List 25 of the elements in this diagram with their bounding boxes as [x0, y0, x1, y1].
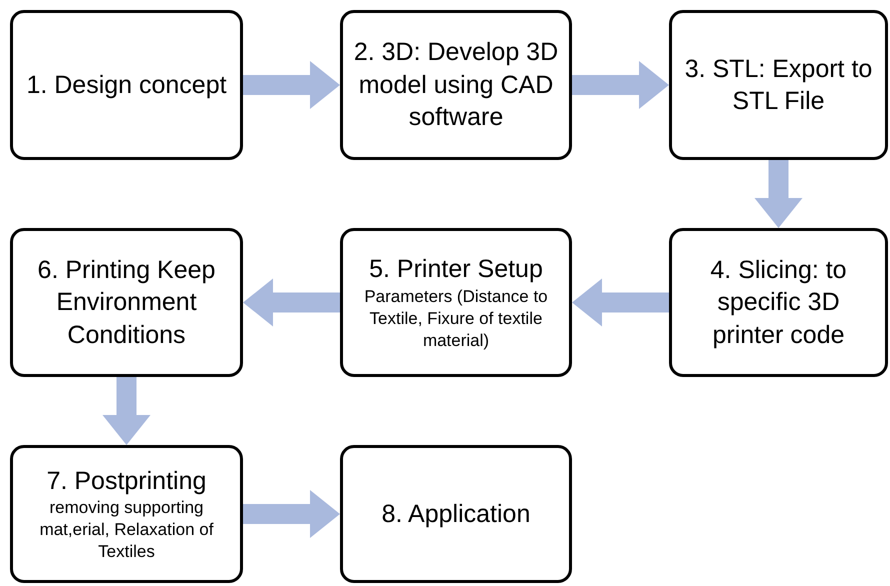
step-title: 7. Postprinting	[46, 466, 206, 497]
process-box	[340, 228, 572, 377]
step-title: 4. Slicing: to specific 3D printer code	[709, 254, 848, 351]
step-title: 8. Application	[382, 498, 530, 530]
block-arrow	[243, 490, 340, 538]
step-title: 2. 3D: Develop 3D model using CAD software	[352, 37, 560, 134]
process-box	[340, 10, 572, 160]
block-arrow	[243, 61, 340, 109]
step-description: Parameters (Distance to Textile, Fixure of textile material)	[363, 286, 549, 352]
block-arrow	[754, 160, 802, 228]
step-title: 5. Printer Setup	[369, 254, 543, 286]
block-arrow	[102, 377, 150, 445]
process-box	[669, 10, 888, 160]
step-description: removing supporting mat,erial, Relaxation of Textiles	[38, 497, 214, 564]
block-arrow	[243, 278, 340, 326]
process-box	[10, 228, 243, 377]
process-box	[669, 228, 888, 377]
block-arrow	[572, 278, 669, 326]
step-title: 6. Printing Keep Environment Conditions	[36, 254, 216, 351]
step-title: 1. Design concept	[26, 70, 227, 101]
process-box	[340, 445, 572, 583]
process-box	[10, 10, 243, 160]
block-arrow	[572, 61, 669, 109]
process-box	[10, 445, 243, 583]
step-title: 3. STL: Export to STL File	[684, 54, 874, 117]
